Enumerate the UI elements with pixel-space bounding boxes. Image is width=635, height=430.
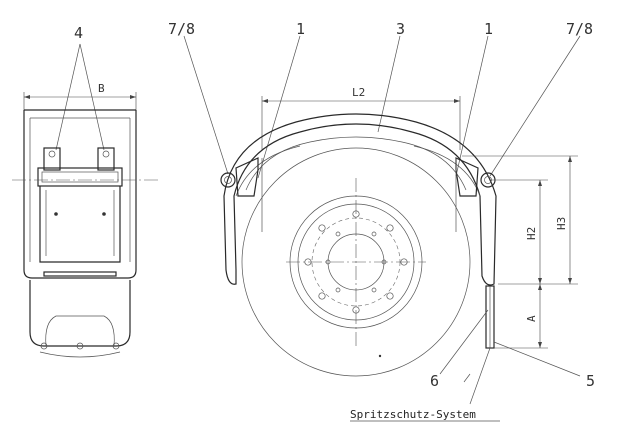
flap-bolt-2 (76, 342, 84, 350)
front-tyre-contour (45, 315, 115, 347)
label-item-6: 6 (430, 372, 439, 390)
bracket-upper (37, 167, 123, 187)
leader-6 (439, 309, 489, 375)
flap-bolt-1 (40, 342, 48, 350)
leader-7-8-left (183, 35, 229, 175)
side-view (183, 35, 581, 405)
dot-mark (378, 354, 382, 358)
rivet-2 (102, 212, 106, 216)
leader-1-right (455, 35, 489, 177)
label-item-3: 3 (396, 20, 405, 38)
clamp-right (97, 147, 115, 171)
dim-label-h3: H3 (555, 217, 568, 230)
front-view (12, 43, 158, 358)
dim-a-arrow-top (538, 284, 542, 290)
label-item-7-8-right: 7/8 (566, 20, 593, 38)
front-fender-outline (23, 110, 137, 279)
clamp-left (43, 147, 61, 171)
bolt-right (102, 150, 110, 158)
label-item-4: 4 (74, 24, 83, 42)
label-item-1-left: 1 (296, 20, 305, 38)
dim-h3-arrow-top (568, 156, 572, 162)
leader-7-8-right (489, 35, 581, 177)
bolt-left (48, 150, 56, 158)
flap-bolt-3 (112, 342, 120, 350)
fender-outer (223, 113, 497, 286)
dim-l2-arrow-right (454, 99, 460, 103)
dim-h2-arrow-top (538, 180, 542, 186)
dim-l2-arrow-left (262, 99, 268, 103)
bracket-1-left (235, 157, 259, 197)
fender-rib-left (235, 145, 301, 197)
tyre-outer (241, 147, 471, 377)
front-fender-inner-sides (29, 118, 131, 262)
dim-label-b: B (98, 82, 105, 95)
dim-h3-arrow-bottom (568, 278, 572, 284)
leader-1-left (257, 35, 301, 179)
dim-label-h2: H2 (525, 227, 538, 240)
caption-text: Spritzschutz-System (350, 408, 476, 421)
dim-label-l2: L2 (352, 86, 365, 99)
lamp-left-inner (224, 176, 232, 184)
dim-b-arrow-left (24, 95, 30, 99)
label-item-1-right: 1 (484, 20, 493, 38)
dim-h2-arrow-bottom (538, 278, 542, 284)
dim-label-a: A (525, 315, 538, 322)
tick-mark (463, 373, 471, 383)
bracket-body (39, 186, 121, 263)
label-item-5: 5 (586, 372, 595, 390)
rivet-1 (54, 212, 58, 216)
label-item-7-8-left: 7/8 (168, 20, 195, 38)
fender-rib-right (413, 145, 481, 197)
front-mudflap (29, 280, 131, 347)
bracket-upper-inner (41, 171, 119, 183)
bracket-base (43, 271, 117, 277)
dim-a-arrow-bottom (538, 342, 542, 348)
leader-5 (493, 341, 581, 377)
leader-caption (469, 347, 491, 405)
lamp-left (220, 172, 236, 188)
front-flap-bottom (39, 351, 121, 358)
dim-b-arrow-right (130, 95, 136, 99)
fender-inner-rib (245, 136, 467, 191)
